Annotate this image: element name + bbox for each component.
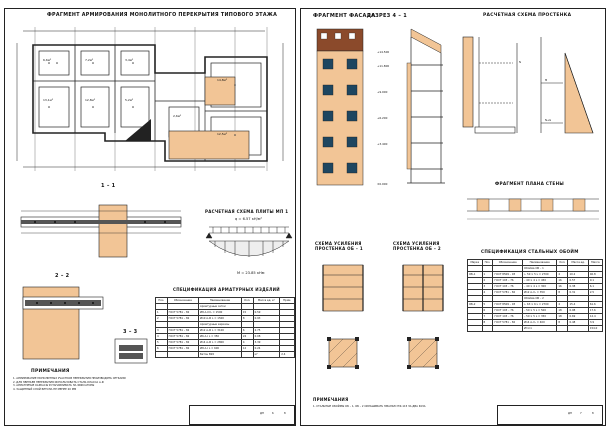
table-cell: Итого [522, 325, 558, 332]
elevation-label: +14.500 [377, 50, 389, 54]
drawing-sheet-right: ФРАГМЕНТ ФАСАДА РАЗРЕЗ 4 – 1 РАСЧЕТНАЯ С… [300, 8, 606, 426]
table-cell [567, 325, 589, 332]
table-cell: Бетон В20 [198, 351, 242, 358]
table-cell: м³ [252, 351, 281, 358]
scheme-ob1-title: СХЕМА УСИЛЕНИЯ ПРОСТЕНКА ОБ – 1 [315, 241, 363, 251]
section-22-drawing [22, 286, 104, 360]
elevation-label: ±0.000 [377, 182, 388, 186]
svg-text:3,4м²: 3,4м² [125, 58, 134, 62]
svg-text:14,8м²: 14,8м² [217, 78, 228, 82]
wall-plan-title: ФРАГМЕНТ ПЛАНА СТЕНЫ [495, 181, 565, 186]
svg-text:12,5м²: 12,5м² [217, 132, 228, 136]
svg-text:5,2м²: 5,2м² [125, 98, 134, 102]
table-cell [166, 351, 200, 358]
table-cell [481, 325, 494, 332]
wall-plan-drawing [467, 198, 599, 220]
svg-text:7,2м²: 7,2м² [85, 58, 94, 62]
notes-list-left: 1. АРМИРОВАНИЕ МОНОЛИТНЫХ УЧАСТКОВ ПЕРЕК… [13, 377, 126, 391]
facade-title: ФРАГМЕНТ ФАСАДА [313, 13, 376, 19]
table-cell [556, 325, 569, 332]
table-cell [155, 351, 168, 358]
elevation-label: +11.800 [377, 64, 389, 68]
stamp-sheet-number: 6 [272, 412, 274, 415]
svg-text:N: N [519, 60, 521, 64]
pier-calc-title: РАСЧЕТНАЯ СХЕМА ПРОСТЕНКА [483, 13, 572, 18]
section-33-drawing [114, 338, 148, 364]
pier-calc-scheme: N M N+G [462, 36, 594, 134]
section-11-title: 1 – 1 [101, 183, 116, 189]
section-title: РАЗРЕЗ 4 – 1 [367, 13, 407, 19]
floor-plan-drawing: 6,6м² 7,2м² 3,4м² 13,1м² 12,8м² 5,2м² 14,8м²… [16, 27, 284, 171]
moment-value: M = 23.85 кНм [237, 271, 265, 275]
stamp-sheet-total: 8 [284, 412, 286, 415]
facade-drawing [316, 28, 364, 186]
table-row: Обойма ОБ – 2 [467, 295, 604, 302]
elevation-label: +3.400 [377, 142, 388, 146]
plate-calc-scheme [205, 226, 293, 257]
spec-title-left: СПЕЦИФИКАЦИЯ АРМАТУРНЫХ ИЗДЕЛИЙ [173, 287, 280, 292]
title-block-left: ДП 6 8 [189, 405, 295, 425]
section-33-title: 3 – 3 [123, 329, 138, 335]
table-cell [467, 325, 483, 332]
table-cell: 2.4 [279, 351, 295, 358]
drawing-sheet-left: ФРАГМЕНТ АРМИРОВАНИЯ МОНОЛИТНОГО ПЕРЕКРЫ… [4, 8, 296, 426]
note-right: 1. СТАЛЬНЫЕ ОБОЙМЫ ОБ – 1, ОБ – 2 ОКРАШИ… [313, 405, 426, 408]
section-22-title: 2 – 2 [55, 273, 70, 279]
table-cell [492, 325, 524, 332]
stamp-sheet-code: ДП [260, 412, 264, 415]
svg-text:12,8м²: 12,8м² [85, 98, 96, 102]
table-row: Итого 154.0 [467, 325, 604, 332]
svg-text:M: M [545, 78, 547, 82]
table-cell [240, 351, 254, 358]
table-cell: 154.0 [587, 325, 604, 332]
stamp-sheet-code: ДП [568, 412, 572, 415]
note-line: 1. АРМИРОВАНИЕ МОНОЛИТНЫХ УЧАСТКОВ ПЕРЕК… [13, 377, 126, 380]
svg-text:6,6м²: 6,6м² [43, 58, 52, 62]
title-block-right: ДП 7 8 [497, 405, 603, 425]
load-value: q = 6.57 кН/м² [235, 217, 262, 221]
scheme-ob2-title: СХЕМА УСИЛЕНИЯ ПРОСТЕНКА ОБ – 2 [393, 241, 441, 251]
plan-title: ФРАГМЕНТ АРМИРОВАНИЯ МОНОЛИТНОГО ПЕРЕКРЫ… [47, 13, 278, 18]
scheme-ob1-drawing [322, 264, 364, 369]
stamp-sheet-number: 7 [580, 412, 582, 415]
svg-text:N+G: N+G [545, 118, 551, 122]
notes-title-right: ПРИМЕЧАНИЯ [313, 397, 349, 402]
elevation-label: +9.000 [377, 90, 388, 94]
plate-calc-title: РАСЧЕТНАЯ СХЕМА ПЛИТЫ МП 1 [205, 209, 289, 214]
steel-spec-title: СПЕЦИФИКАЦИЯ СТАЛЬНЫХ ОБОЙМ [481, 249, 579, 254]
scheme-ob2-drawing [402, 264, 444, 369]
notes-title-left: ПРИМЕЧАНИЯ [31, 369, 70, 374]
section-11-drawing [20, 204, 182, 258]
elevation-label: +6.200 [377, 116, 388, 120]
note-line: 2. ДЛЯ ЗВЕНЬЕВ ПЕРЕКРЫТИЯ ИСПОЛЬЗОВАТЬ С… [13, 380, 105, 384]
svg-text:2,6м²: 2,6м² [173, 114, 182, 118]
svg-text:13,1м²: 13,1м² [43, 98, 54, 102]
note-line: 4. ЗАЩИТНЫЙ СЛОЙ БЕТОНА НЕ МЕНЕЕ 20 ММ [13, 387, 77, 391]
note-line: 3. АРМАТУРНЫЕ КАРКАСЫ УСТАНАВЛИВАТЬ НА Ф… [13, 384, 95, 388]
stamp-sheet-total: 8 [592, 412, 594, 415]
building-section-drawing: +14.500 +11.800 +9.000 +6.200 +3.400 ±0.… [377, 28, 445, 186]
